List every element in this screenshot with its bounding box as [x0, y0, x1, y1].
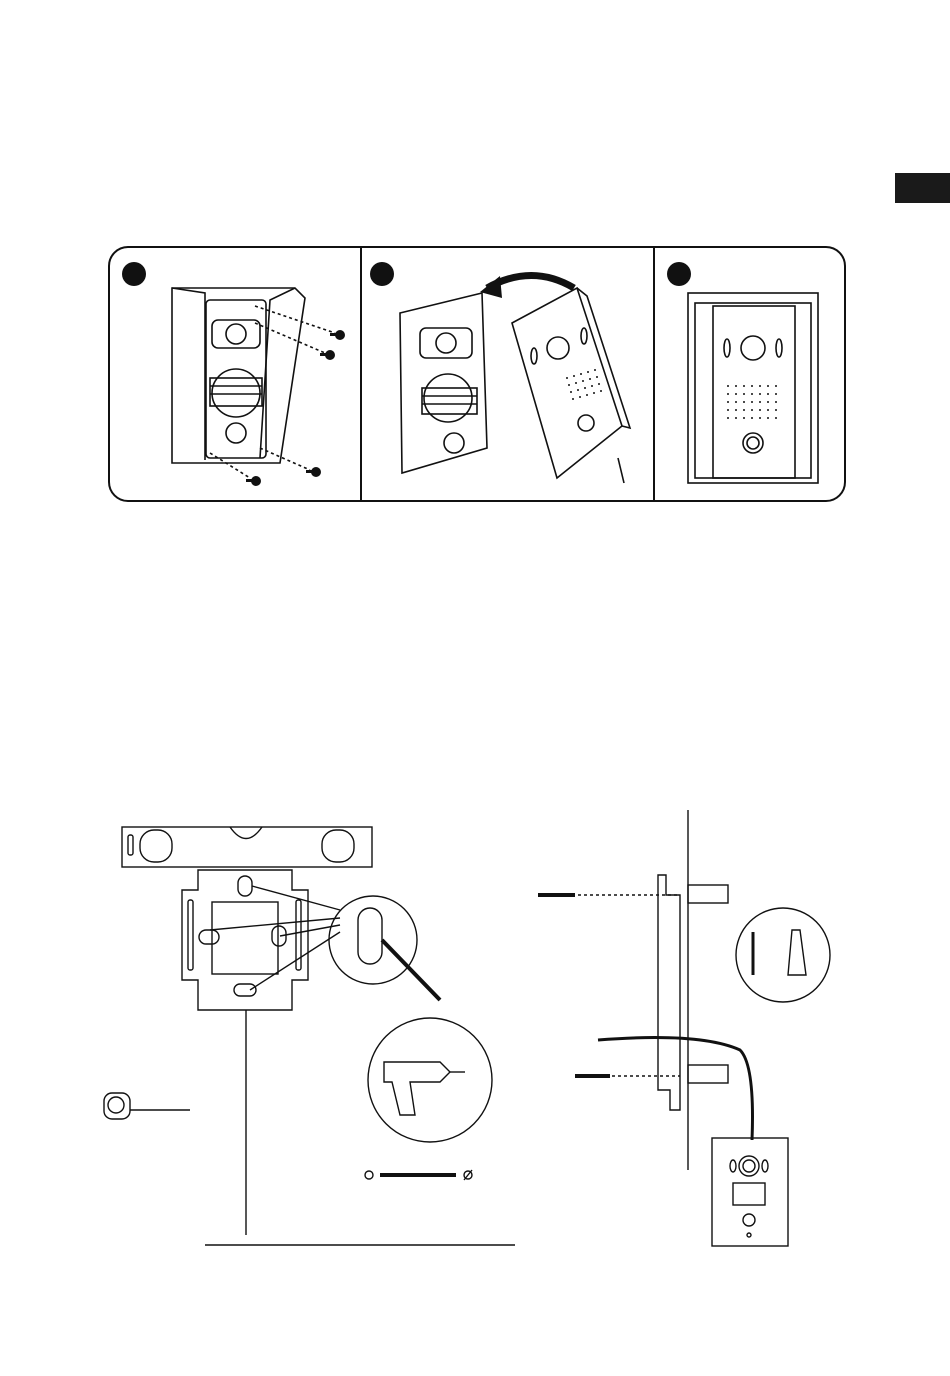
installation-steps-panel	[108, 246, 846, 502]
front-panel-attach-illustration	[362, 248, 654, 502]
step-2	[362, 248, 654, 500]
assembled-station-illustration	[655, 248, 846, 502]
drill-magnifier-icon	[368, 1018, 492, 1142]
spirit-level-icon	[122, 827, 372, 867]
speaker-grille-dots	[566, 369, 602, 400]
speaker-grille-dots	[727, 385, 777, 419]
mounting-instructions-figure	[0, 800, 950, 1280]
step-1	[110, 248, 361, 500]
pencil-magnifier-icon	[329, 896, 417, 984]
step-3	[655, 248, 846, 500]
mounting-bracket-icon	[182, 870, 308, 1010]
rain-cover-removal-illustration	[110, 248, 361, 502]
section-tab-marker	[895, 173, 950, 203]
door-station-icon	[712, 1138, 788, 1246]
mounting-illustration	[0, 800, 950, 1280]
anchors-magnifier-icon	[736, 908, 830, 1002]
